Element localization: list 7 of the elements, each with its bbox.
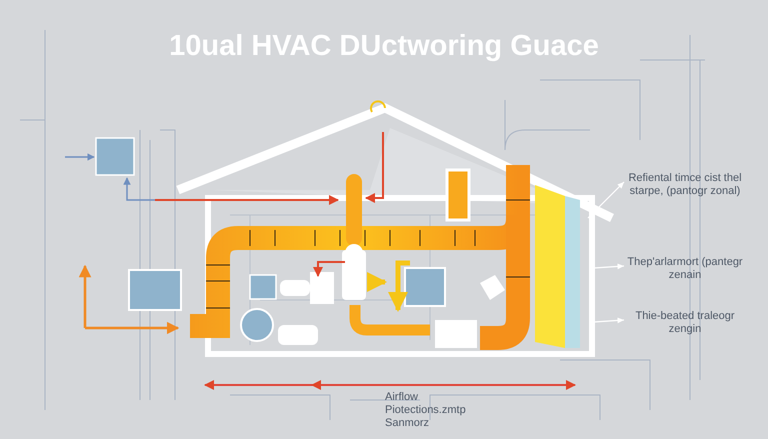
leader-line bbox=[594, 318, 624, 324]
callout-text: Thie-beated traleogr zengin bbox=[626, 310, 744, 336]
leader-line bbox=[588, 182, 624, 218]
callout-text: Thep'arlarmort (pantegr zenain bbox=[626, 256, 744, 282]
note-text: Airflow Piotections.zmtp Sanmorz bbox=[385, 391, 467, 430]
callout-text: Refiental timce cist thel starpe, (pantogr zonal) bbox=[626, 172, 744, 198]
leader-line bbox=[594, 264, 624, 270]
